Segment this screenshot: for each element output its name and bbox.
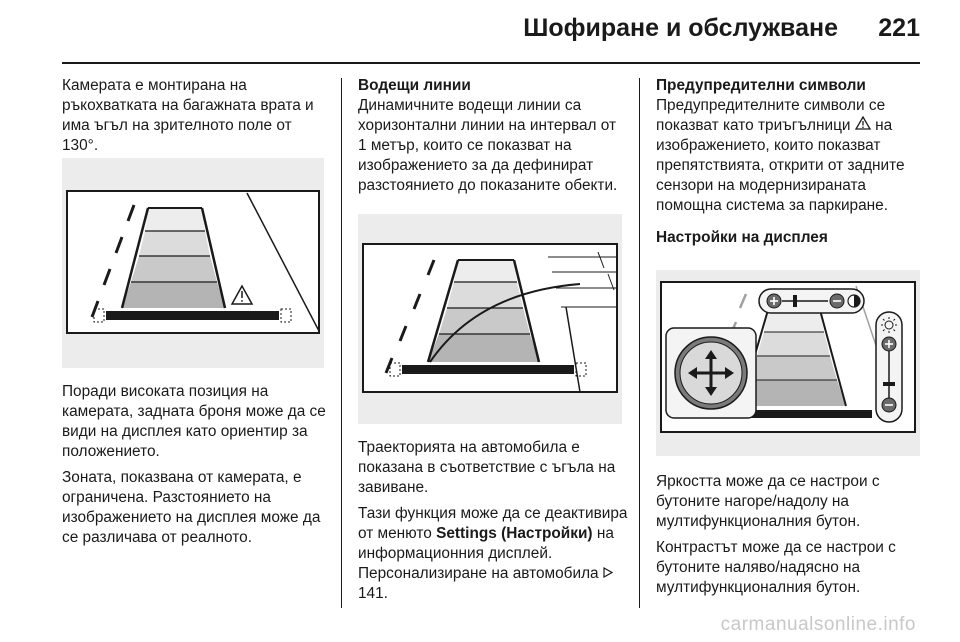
brightness-paragraph: Яркостта може да се настрои с бутоните н…	[656, 473, 880, 530]
warning-triangle-icon	[230, 284, 254, 305]
guide-lines-heading: Водещи линии	[358, 77, 471, 94]
deactivate-paragraph: Тази функция може да се деактивира от ме…	[358, 504, 632, 604]
chapter-title: Шофиране и обслужване	[523, 14, 838, 42]
brightness-slider[interactable]	[875, 311, 903, 423]
warning-text-part-1: Предупредителните символи се показват ка…	[656, 97, 886, 134]
deactivate-prefix: Тази функция може да се деактивира от ме…	[358, 505, 628, 542]
right-column-lower: Яркостта може да се настрои с бутоните н…	[656, 472, 918, 604]
camera-view-figure	[62, 158, 324, 368]
reference-page: 141.	[358, 585, 388, 602]
settings-menu-label: Settings (Настройки)	[436, 525, 593, 542]
display-settings-heading: Настройки на дисплея	[656, 229, 828, 246]
left-column-lower: Поради високата позиция на камерата, зад…	[62, 382, 328, 554]
guide-zone-1	[145, 208, 205, 231]
brightness-icon	[884, 320, 894, 330]
deactivate-suffix: на информационния дисплей. Персонализира…	[358, 525, 614, 582]
watermark: carmanualsonline.info	[720, 614, 916, 635]
bumper-paragraph: Поради високата позиция на камерата, зад…	[62, 383, 326, 460]
page-number: 221	[878, 14, 920, 42]
guide-zone-2	[139, 231, 210, 256]
trajectory-curve	[429, 283, 581, 363]
guide-zone-3	[131, 256, 217, 282]
multifunction-knob-icon	[665, 327, 757, 419]
warning-triangle-icon	[854, 116, 871, 130]
contrast-paragraph: Контрастът може да се настрои с бутоните…	[656, 539, 896, 596]
warning-symbols-heading: Предупредителни символи	[656, 77, 866, 94]
range-paragraph: Зоната, показвана от камерата, е огранич…	[62, 469, 321, 546]
middle-column: Водещи линии Динамичните водещи линии са…	[358, 76, 628, 202]
guide-lines-paragraph: Динамичните водещи линии са хоризонтални…	[358, 97, 618, 194]
page-reference-icon	[603, 567, 613, 578]
warning-symbols-paragraph: Предупредителните символи се показват ка…	[656, 96, 918, 216]
rear-bumper-bar	[402, 365, 574, 374]
intro-paragraph: Камерата е монтирана на ръкохватката на …	[62, 77, 314, 154]
trajectory-paragraph: Траекторията на автомобила е показана в …	[358, 439, 616, 496]
column-divider-1	[341, 78, 342, 608]
contrast-slider[interactable]	[758, 288, 865, 314]
rear-bumper-bar	[106, 311, 279, 320]
display-settings-figure	[656, 270, 920, 456]
trajectory-figure	[358, 214, 622, 424]
guide-zone-4	[122, 282, 225, 308]
header-rule	[62, 62, 920, 64]
right-column: Предупредителни символи Предупредителнит…	[656, 76, 918, 248]
middle-column-lower: Траекторията на автомобила е показана в …	[358, 438, 632, 610]
warning-text-part-2: на изображението, които показват препятс…	[656, 117, 905, 214]
left-column: Камерата е монтирана на ръкохватката на …	[62, 76, 328, 162]
column-divider-2	[639, 78, 640, 608]
